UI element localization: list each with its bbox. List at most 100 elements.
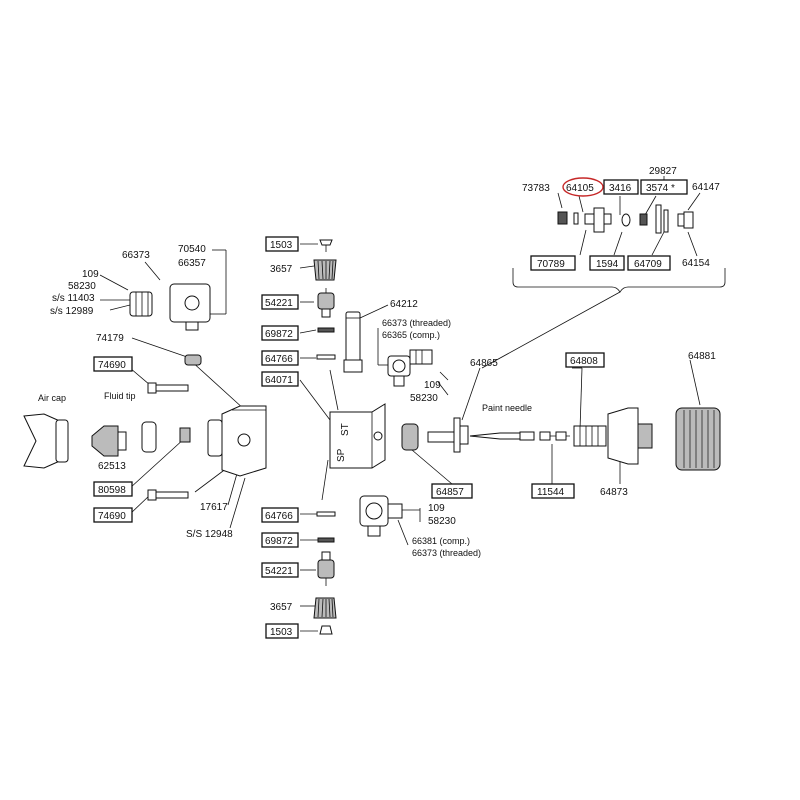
label-11544: 11544 xyxy=(537,487,565,498)
fluid-tip xyxy=(91,425,127,457)
label-66373-threaded-top: 66373 (threaded) xyxy=(382,318,451,328)
label-64873: 64873 xyxy=(600,487,628,498)
part-64857-packing-nut xyxy=(401,423,419,451)
bottom-fluid-fitting xyxy=(359,495,403,537)
label-74690-bottom: 74690 xyxy=(98,511,126,522)
label-73783: 73783 xyxy=(522,183,550,194)
part-3574-packing xyxy=(639,213,648,226)
label-ss12948: S/S 12948 xyxy=(186,529,233,540)
left-fitting-66373 xyxy=(129,283,211,331)
label-64709: 64709 xyxy=(634,259,662,270)
label-64881: 64881 xyxy=(688,351,716,362)
label-3657-top: 3657 xyxy=(270,264,293,275)
label-66373-left: 66373 xyxy=(122,250,150,261)
part-80598-screw xyxy=(179,427,191,443)
part-64766-top-seal xyxy=(316,354,336,360)
part-3416-washer xyxy=(621,213,631,227)
label-64154: 64154 xyxy=(682,258,710,269)
gun-head-17617 xyxy=(207,405,267,477)
part-64154-screw xyxy=(677,211,694,229)
label-58230-right: 58230 xyxy=(410,393,438,404)
label-109-bottom: 109 xyxy=(428,503,445,514)
label-17617: 17617 xyxy=(200,502,228,513)
part-3657-bottom-knob xyxy=(313,597,337,619)
label-3574: 3574 * xyxy=(646,183,675,194)
body-mark-sp: SP xyxy=(336,448,347,462)
label-boxes xyxy=(93,177,688,639)
label-69872-top: 69872 xyxy=(265,329,293,340)
label-64865: 64865 xyxy=(470,358,498,369)
label-3416: 3416 xyxy=(609,183,632,194)
highlight-64105 xyxy=(562,177,604,197)
part-64881-knob xyxy=(675,407,721,471)
part-64873-adjuster xyxy=(607,407,653,465)
label-69872-bottom: 69872 xyxy=(265,536,293,547)
label-62513: 62513 xyxy=(98,461,126,472)
part-69872-top-oring xyxy=(317,327,335,333)
leader-lines xyxy=(99,176,726,632)
part-64766-bottom-seal xyxy=(316,511,336,517)
part-64105-spring-housing xyxy=(573,207,612,233)
part-69872-bottom-oring xyxy=(317,537,335,543)
part-64709-seal xyxy=(655,204,669,234)
part-62513-seal xyxy=(141,421,157,453)
label-80598: 80598 xyxy=(98,485,126,496)
label-air-cap: Air cap xyxy=(38,393,66,403)
label-ss11403: s/s 11403 xyxy=(52,293,95,304)
seal-kit-group xyxy=(557,204,694,234)
center-top-stack xyxy=(313,239,363,373)
label-58230-left: 58230 xyxy=(68,281,96,292)
part-64212-cylinder xyxy=(343,311,363,373)
needle-assembly xyxy=(401,407,721,471)
part-labels: 29827 73783 64105 3416 3574 * 64147 7078… xyxy=(38,166,720,638)
air-cap xyxy=(23,413,69,469)
part-1503-bottom-screw xyxy=(319,625,333,635)
label-1594: 1594 xyxy=(596,259,619,270)
part-1503-top-screw xyxy=(319,239,333,252)
label-64766-bottom: 64766 xyxy=(265,511,293,522)
right-air-fitting xyxy=(387,349,433,387)
part-74690-bottom-bolt xyxy=(147,489,189,501)
label-64147: 64147 xyxy=(692,182,720,193)
label-74690-top: 74690 xyxy=(98,360,126,371)
label-paint-needle: Paint needle xyxy=(482,403,532,413)
label-54221-bottom: 54221 xyxy=(265,566,293,577)
part-3657-top-knob xyxy=(313,259,337,281)
label-64857: 64857 xyxy=(436,487,464,498)
label-fluid-tip: Fluid tip xyxy=(104,391,136,401)
label-70789: 70789 xyxy=(537,259,565,270)
gun-body: ST SP xyxy=(329,403,386,469)
label-29827: 29827 xyxy=(649,166,677,177)
label-64071: 64071 xyxy=(265,375,293,386)
part-54221-top-valve xyxy=(317,288,335,318)
part-73783-nut xyxy=(557,211,568,225)
label-109-left: 109 xyxy=(82,269,99,280)
part-54221-bottom-valve xyxy=(317,551,335,586)
label-54221-top: 54221 xyxy=(265,298,293,309)
label-1503-bottom: 1503 xyxy=(270,627,293,638)
center-bottom-stack xyxy=(313,511,337,635)
label-66373-threaded-bottom: 66373 (threaded) xyxy=(412,548,481,558)
paint-needle xyxy=(469,431,570,441)
label-66381-comp: 66381 (comp.) xyxy=(412,536,470,546)
label-70540: 70540 xyxy=(178,244,206,255)
label-64766-top: 64766 xyxy=(265,354,293,365)
part-64865-needle-packing xyxy=(427,417,469,453)
label-3657-bottom: 3657 xyxy=(270,602,293,613)
part-64808-spring xyxy=(573,425,607,447)
label-ss12989: s/s 12989 xyxy=(50,306,94,317)
label-58230-bottom: 58230 xyxy=(428,516,456,527)
label-1503-top: 1503 xyxy=(270,240,293,251)
part-74179-pin xyxy=(184,354,202,366)
left-front-assembly xyxy=(23,283,267,501)
label-66365-comp: 66365 (comp.) xyxy=(382,330,440,340)
body-mark-st: ST xyxy=(340,423,351,436)
label-64212: 64212 xyxy=(390,299,418,310)
label-64808: 64808 xyxy=(570,356,598,367)
label-64105: 64105 xyxy=(566,183,594,194)
label-109-right: 109 xyxy=(424,380,441,391)
label-66357: 66357 xyxy=(178,258,206,269)
part-74690-top-bolt xyxy=(147,382,189,394)
label-74179: 74179 xyxy=(96,333,124,344)
